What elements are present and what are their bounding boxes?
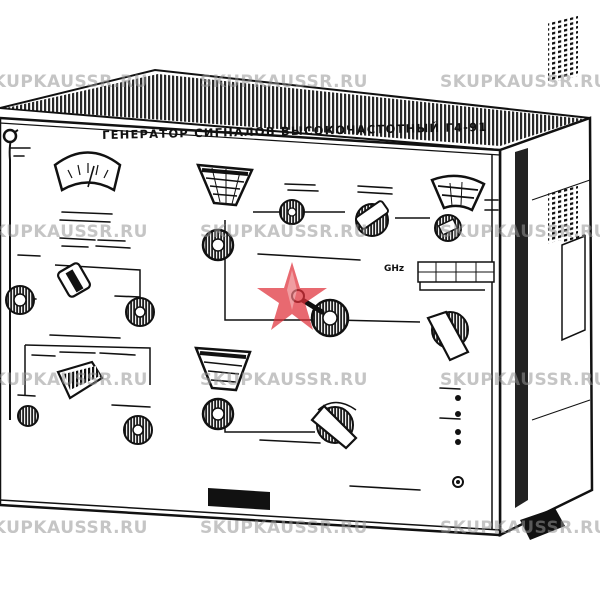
watermark-star-icon <box>257 262 327 330</box>
side-panel <box>498 15 594 538</box>
knob-small-top[interactable] <box>279 199 305 225</box>
switch-modulation[interactable] <box>56 360 104 400</box>
knob-level[interactable] <box>125 297 155 327</box>
switch-output-mode[interactable] <box>310 401 358 450</box>
scale-window-right <box>430 174 486 212</box>
power-switch[interactable] <box>452 476 464 488</box>
meter <box>53 151 122 192</box>
knob-attenuator[interactable] <box>123 415 153 445</box>
scale-window-lower <box>194 346 252 392</box>
unit-label: GHz <box>384 264 404 274</box>
switch-band-top[interactable] <box>355 200 389 237</box>
indicator-lamps <box>455 395 461 445</box>
knob-right-top[interactable] <box>434 214 462 242</box>
feet <box>208 488 565 540</box>
connector-top-left[interactable] <box>2 128 18 144</box>
band-table <box>417 261 495 283</box>
switch-mode[interactable] <box>56 262 92 298</box>
label-marks <box>9 147 499 491</box>
scale-window-left <box>196 163 254 207</box>
knob-frequency-fine[interactable] <box>201 397 235 431</box>
knob-left-lower[interactable] <box>17 405 39 427</box>
knob-frequency-coarse[interactable] <box>201 228 235 262</box>
knob-left-upper[interactable] <box>5 285 35 315</box>
switch-band-selector[interactable] <box>426 310 470 362</box>
